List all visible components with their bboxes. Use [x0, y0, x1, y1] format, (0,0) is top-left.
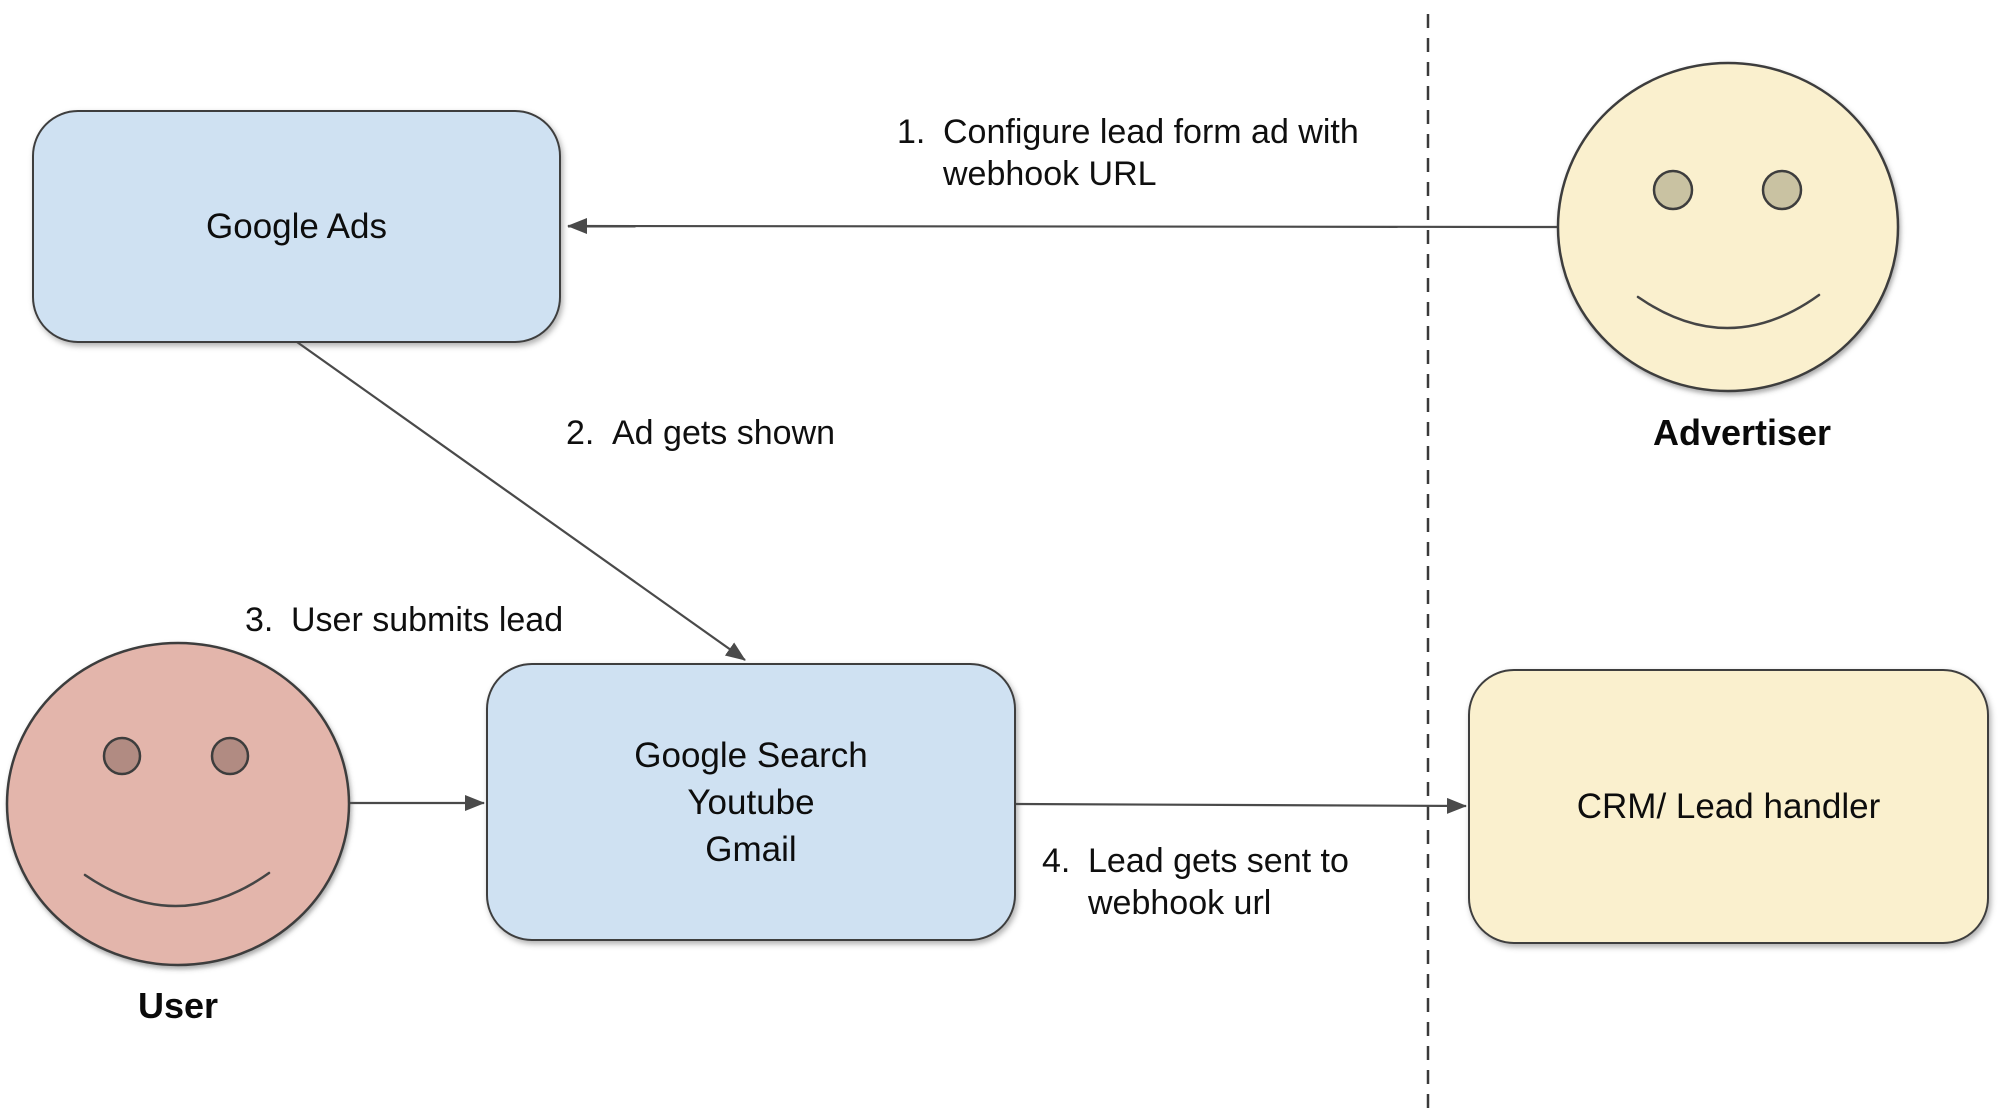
note-1-number: 1. [897, 113, 926, 151]
note-1-configure-lead-form: 1. Configure lead form ad with webhook U… [897, 111, 1359, 195]
note-4-text: Lead gets sent to webhook url [1088, 840, 1349, 924]
arrow-google-ads-to-google-search [296, 341, 746, 661]
note-2-ad-gets-shown: 2. Ad gets shown [566, 412, 835, 454]
note-3-number: 3. [245, 601, 274, 639]
node-crm-label: CRM/ Lead handler [1576, 787, 1881, 826]
advertiser-left-eye [1652, 169, 1694, 211]
note-1-line2: webhook URL [943, 155, 1157, 193]
note-3-user-submits-lead: 3. User submits lead [245, 599, 563, 641]
node-google-search-line3: Gmail [705, 829, 797, 869]
note-2-number: 2. [566, 414, 595, 452]
advertiser-face [1556, 61, 1900, 393]
node-google-ads: Google Ads [32, 110, 561, 343]
note-4-line1: Lead gets sent to [1088, 842, 1349, 880]
note-3-text: User submits lead [291, 599, 563, 641]
node-google-search-line1: Google Search [634, 735, 868, 775]
user-smile [83, 871, 271, 908]
note-3-line1: User submits lead [291, 601, 564, 639]
advertiser-smile [1636, 293, 1821, 330]
arrow-google-search-to-crm [1015, 797, 1467, 814]
note-2-line1: Ad gets shown [612, 414, 836, 452]
arrow-advertiser-to-google-ads [567, 218, 1559, 235]
user-right-eye [210, 736, 250, 776]
node-crm-lead-handler: CRM/ Lead handler [1468, 669, 1989, 944]
note-2-text: Ad gets shown [612, 412, 835, 454]
node-google-search-line2: Youtube [687, 782, 815, 822]
note-1-text: Configure lead form ad with webhook URL [943, 111, 1359, 195]
advertiser-smiley-icon [1556, 61, 1900, 393]
node-google-ads-label: Google Ads [206, 207, 387, 246]
note-4-lead-sent-to-webhook: 4. Lead gets sent to webhook url [1042, 840, 1349, 924]
note-1-line1: Configure lead form ad with [943, 113, 1359, 151]
note-4-line2: webhook url [1088, 884, 1272, 922]
node-google-search: Google Search Youtube Gmail [486, 663, 1016, 941]
advertiser-label: Advertiser [1652, 412, 1832, 453]
user-smiley-icon [5, 641, 351, 967]
note-4-number: 4. [1042, 842, 1071, 880]
advertiser-right-eye [1761, 169, 1803, 211]
user-face [5, 641, 351, 967]
user-left-eye [102, 736, 142, 776]
user-label: User [137, 985, 219, 1026]
